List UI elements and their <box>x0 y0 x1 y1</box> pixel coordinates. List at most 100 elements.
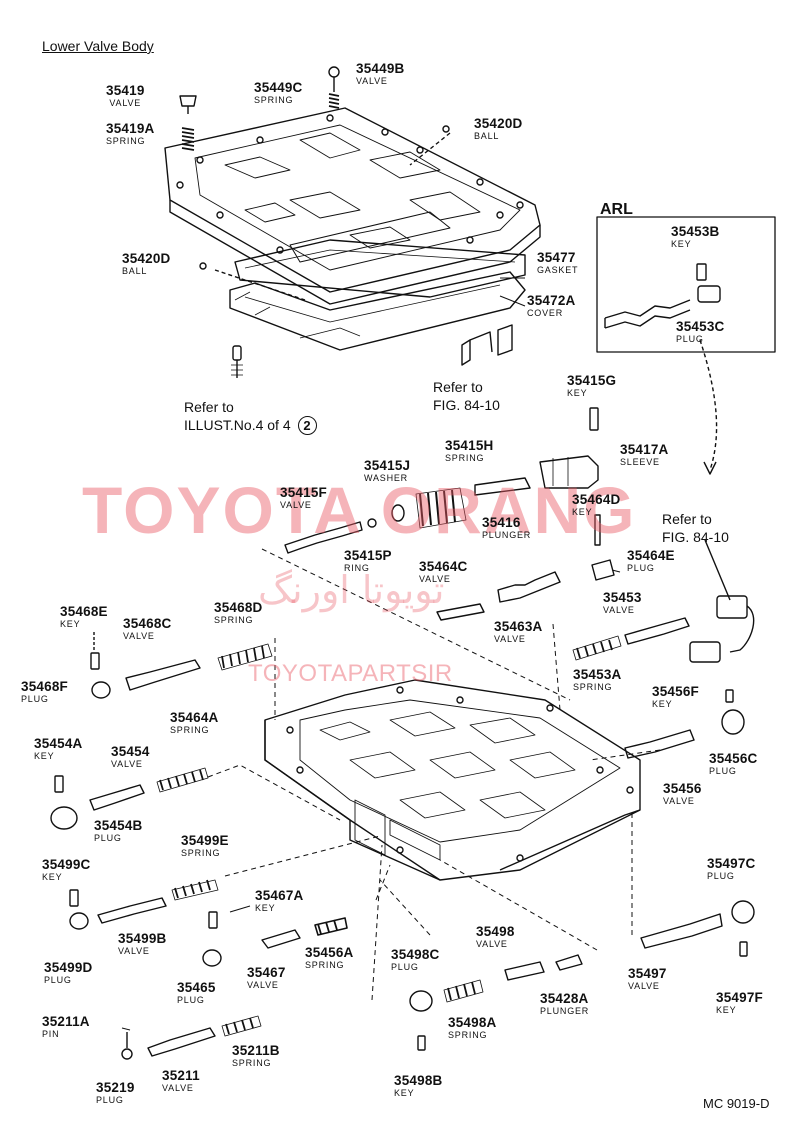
fig-ref-a-line1: Refer to <box>433 379 483 395</box>
part-number: 35453A <box>573 667 622 682</box>
part-number: 35420D <box>122 251 171 266</box>
lower-right-parts <box>409 617 755 1051</box>
part-name: BALL <box>122 265 148 276</box>
part-number: 35211B <box>232 1043 280 1058</box>
part-number: 35497C <box>707 856 756 871</box>
part-number: 35498 <box>476 924 515 939</box>
part-name: PLUG <box>676 333 704 344</box>
part-number: 35417A <box>620 442 669 457</box>
part-number: 35415P <box>344 548 392 563</box>
part-name: VALVE <box>419 573 451 584</box>
part-name: SPRING <box>181 847 221 858</box>
part-number: 35497F <box>716 990 763 1005</box>
part-number: 35211 <box>162 1068 200 1083</box>
top-small-parts <box>179 66 451 301</box>
part-number: 35468E <box>60 604 108 619</box>
illust-reference: Refer to ILLUST.No.4 of 4 2 <box>184 398 317 435</box>
dashed-leaders <box>207 548 661 1001</box>
part-name: PLUG <box>44 974 72 985</box>
part-number: 35498B <box>394 1073 443 1088</box>
part-name: PLUG <box>627 562 655 573</box>
part-number: 35499D <box>44 960 93 975</box>
part-name: COVER <box>527 307 564 318</box>
part-name: PLUG <box>21 693 49 704</box>
part-name: KEY <box>567 387 588 398</box>
part-name: PLUG <box>96 1094 124 1105</box>
part-number: 35454A <box>34 736 83 751</box>
part-number: 35477 <box>537 250 576 265</box>
part-number: 35472A <box>527 293 576 308</box>
part-number: 35456C <box>709 751 758 766</box>
part-number: 35464A <box>170 710 219 725</box>
part-number: 35420D <box>474 116 523 131</box>
part-name: SLEEVE <box>620 456 660 467</box>
part-name: SPRING <box>214 614 254 625</box>
part-number: 35467 <box>247 965 286 980</box>
part-name: VALVE <box>280 499 312 510</box>
part-name: SPRING <box>106 135 146 146</box>
part-name: VALVE <box>109 97 142 108</box>
part-number: 35468D <box>214 600 263 615</box>
part-name: SPRING <box>232 1057 272 1068</box>
part-name: PLUNGER <box>540 1005 590 1016</box>
part-name: KEY <box>42 871 63 882</box>
part-number: 35415J <box>364 458 411 473</box>
part-name: VALVE <box>162 1082 194 1093</box>
part-name: VALVE <box>628 980 660 991</box>
part-number: 35456A <box>305 945 354 960</box>
part-name: PLUG <box>709 765 737 776</box>
fig-ref-b-line2: FIG. 84-10 <box>662 529 729 545</box>
part-name: SPRING <box>254 94 294 105</box>
part-name: SPRING <box>170 724 210 735</box>
fig-reference-b: Refer to FIG. 84-10 <box>662 510 729 546</box>
bolt <box>231 345 243 378</box>
illust-ref-line2: ILLUST.No.4 of 4 <box>184 417 291 433</box>
part-number: 35453B <box>671 224 720 239</box>
part-name: WASHER <box>364 472 408 483</box>
part-name: KEY <box>671 238 692 249</box>
part-name: KEY <box>572 506 593 517</box>
part-number: 35415F <box>280 485 327 500</box>
illust-ref-circle: 2 <box>297 416 317 435</box>
part-name: PLUG <box>707 870 735 881</box>
part-number: 35463A <box>494 619 543 634</box>
part-name: SPRING <box>448 1029 488 1040</box>
part-number: 35456 <box>663 781 702 796</box>
gasket-outline <box>234 239 526 298</box>
part-number: 35415G <box>567 373 617 388</box>
part-name: PLUNGER <box>482 529 532 540</box>
